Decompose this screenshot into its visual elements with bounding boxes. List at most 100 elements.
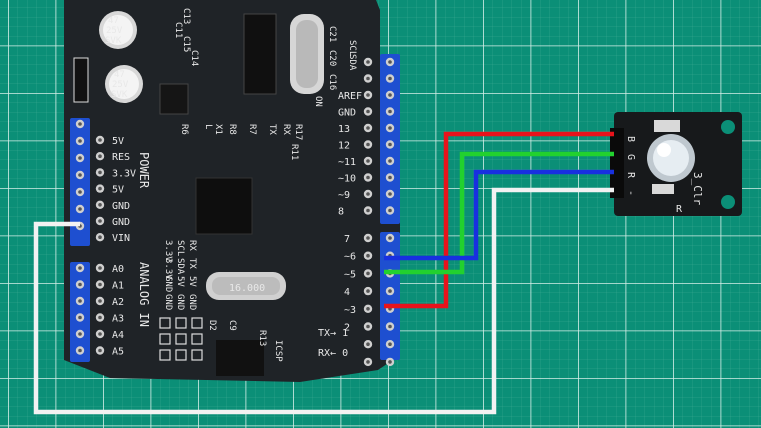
digital-bottom-pin-labels: 7 ~6 ~5 4 ~3 2 — [344, 234, 356, 334]
digital-bottom-pad-pin-hole-2 — [366, 271, 370, 276]
digital-top-socket-pin-hole-2 — [388, 93, 392, 97]
digital-bottom-socket-pin-hole-5 — [388, 324, 392, 329]
digital-header-top-strip — [380, 54, 400, 224]
digital-bottom-pin-label: 4 — [344, 287, 350, 298]
digital-bottom-pad-pin-hole-5 — [366, 324, 370, 329]
arduino-board: 47 25V SVK 47 25V SVK 16.000 ICSP — [64, 0, 400, 382]
top-crystal — [290, 14, 324, 94]
power-header-strip — [70, 118, 90, 246]
bus-label: RX — [187, 240, 197, 251]
digital-bottom-pin-label: ~3 — [344, 305, 356, 316]
digital-bottom-socket-pin-hole-7 — [388, 360, 392, 364]
analog-pin-label: A0 — [112, 264, 124, 275]
digital-top-pad-pin-hole-1 — [366, 76, 370, 81]
proto-pad — [175, 317, 187, 329]
component-label: TX — [267, 124, 277, 135]
bus-label: 3.3V — [163, 258, 173, 280]
power-header-label: POWER — [137, 152, 151, 189]
module-pin-label: R — [625, 172, 636, 179]
module-chip-label: R — [676, 204, 683, 215]
bus-label: 5V — [175, 276, 185, 287]
component-label: C13 — [181, 8, 191, 24]
cap-label-5: 25V — [112, 80, 129, 90]
digital-top-pad-pin-hole-6 — [366, 159, 370, 163]
board-pins — [75, 57, 395, 367]
digital-bottom-pin-label: ~5 — [344, 269, 356, 280]
analog-socket-pin-hole-3 — [78, 315, 82, 320]
power-pin-label: GND — [112, 217, 130, 228]
power-pad-pin-hole-0 — [98, 138, 102, 142]
bus-label: GND — [163, 294, 173, 310]
digital-top-pin-label: ~10 — [338, 174, 356, 185]
digital-top-socket-pin-hole-3 — [388, 109, 392, 114]
power-socket-pin-hole-4 — [78, 190, 82, 194]
cap-label-4: 47 — [114, 70, 125, 80]
usb-chip — [243, 13, 277, 95]
digital-top-pad-pin-hole-5 — [366, 142, 370, 147]
digital-top-socket-pin-hole-9 — [388, 208, 392, 213]
proto-pad — [191, 317, 203, 329]
crystal-16mhz: 16.000 — [206, 272, 286, 300]
proto-pads — [159, 317, 203, 361]
analog-pin-label: A1 — [112, 281, 124, 292]
digital-bottom-pad-pin-hole-3 — [366, 289, 370, 293]
digital-bottom-pad-pin-hole-6 — [366, 342, 370, 347]
power-pin-label: 5V — [112, 185, 124, 196]
digital-top-socket-pin-hole-0 — [388, 60, 392, 64]
digital-bottom-pin-label: 2 — [344, 323, 350, 334]
analog-pad-pin-hole-1 — [98, 282, 102, 287]
digital-top-pin-label: 8 — [338, 207, 344, 218]
analog-pad-pin-hole-2 — [98, 299, 102, 303]
digital-top-pin-label: SCL — [347, 40, 357, 56]
power-socket-pin-hole-5 — [78, 207, 82, 211]
digital-top-pin-label: ~9 — [338, 190, 350, 201]
proto-pad — [159, 349, 171, 361]
component-label: D2 — [207, 320, 217, 331]
digital-top-socket-pin-hole-7 — [388, 175, 392, 180]
proto-pad — [191, 349, 203, 361]
component-label: R11 — [289, 144, 299, 160]
digital-top-pin-label: ~11 — [338, 157, 356, 168]
digital-top-pin-label: SDA — [347, 54, 357, 71]
component-label: L — [203, 124, 213, 129]
cap-label-6: SVK — [111, 90, 128, 100]
wire-gnd — [33, 187, 614, 415]
analog-pad-pin-hole-4 — [98, 332, 102, 336]
bus-label: GND — [175, 294, 185, 310]
diode-component — [73, 57, 89, 103]
analog-pin-label: A2 — [112, 297, 124, 308]
digital-top-pad-pin-hole-8 — [366, 192, 370, 196]
analog-socket-pin-hole-2 — [78, 299, 82, 303]
proto-pad — [175, 349, 187, 361]
wires — [33, 131, 614, 415]
component-label: C14 — [189, 50, 199, 66]
digital-top-pin-label: 12 — [338, 141, 350, 152]
digital-bottom-pad-pin-hole-4 — [366, 307, 370, 311]
digital-top-pad-pin-hole-4 — [366, 126, 370, 130]
bus-label: TX — [187, 258, 197, 269]
module-name-label: 3_Clr — [691, 172, 704, 205]
analog-pin-label: A5 — [112, 347, 124, 358]
power-pin-label: 3.3V — [112, 168, 136, 179]
capacitor-top: 47 25V SVK — [99, 11, 137, 49]
icsp-header: ICSP — [216, 340, 283, 376]
proto-pad — [159, 333, 171, 345]
power-pin-label: VIN — [112, 233, 130, 244]
digital-bottom-pin-label: ~6 — [344, 252, 356, 263]
digital-bottom-pin-label: 7 — [344, 234, 350, 245]
digital-bottom-socket-pin-hole-3 — [388, 289, 392, 293]
cap-label-2: 25V — [106, 26, 123, 36]
bus-label: 3.3V — [163, 240, 173, 262]
component-label: RX — [281, 124, 291, 135]
digital-top-socket-pin-hole-6 — [388, 159, 392, 163]
analog-pad-pin-hole-3 — [98, 315, 102, 320]
crystal-label: 16.000 — [229, 283, 265, 294]
digital-top-pin-label: 13 — [338, 124, 350, 135]
power-socket-pin-hole-2 — [78, 156, 82, 160]
component-label: R6 — [179, 124, 189, 135]
component-label: R7 — [247, 124, 257, 135]
wire-blue — [384, 169, 614, 261]
